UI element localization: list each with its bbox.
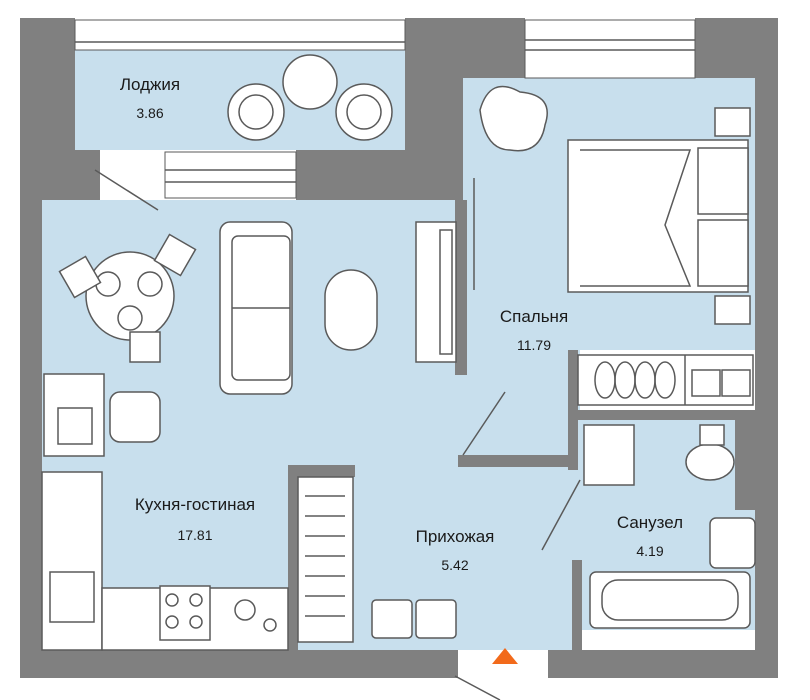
pillow xyxy=(697,219,749,287)
living-furniture xyxy=(41,221,457,651)
kitchen-counter xyxy=(41,471,103,651)
loggia-furniture xyxy=(227,54,393,141)
laptop xyxy=(57,407,93,445)
doors xyxy=(94,169,581,700)
kitchen-living-name: Кухня-гостиная xyxy=(135,495,255,514)
bathroom-area: 4.19 xyxy=(636,543,663,559)
loggia-name: Лоджия xyxy=(120,75,180,94)
bathroom-furniture xyxy=(583,424,756,629)
nightstand xyxy=(714,107,751,137)
bathroom-name: Санузел xyxy=(617,513,683,532)
loggia-area: 3.86 xyxy=(136,105,163,121)
walls xyxy=(20,18,778,678)
windows xyxy=(74,19,696,199)
pillow xyxy=(697,147,749,215)
stove xyxy=(159,585,211,641)
toilet xyxy=(685,443,735,481)
bathroom-door xyxy=(541,479,581,551)
bedroom-furniture xyxy=(479,85,754,406)
hallway-area: 5.42 xyxy=(441,557,468,573)
armchair xyxy=(227,83,285,141)
entrance-door xyxy=(454,675,501,700)
wash-basin xyxy=(709,517,756,569)
armchair xyxy=(479,85,548,152)
washing-machine xyxy=(583,424,635,486)
kitchen-living-area: 17.81 xyxy=(177,527,212,543)
room-labels: Лоджия 3.86 Спальня 11.79 Кухня-гостиная… xyxy=(120,75,683,573)
hallway-door xyxy=(462,391,506,456)
loggia-door xyxy=(94,169,159,211)
hallway-furniture xyxy=(297,476,457,643)
entrance-triangle-icon xyxy=(492,648,518,664)
round-table xyxy=(282,54,338,110)
armchair xyxy=(335,83,393,141)
nightstand xyxy=(714,295,751,325)
shoe-rack xyxy=(371,599,413,639)
coffee-table xyxy=(324,269,378,351)
bedroom-name: Спальня xyxy=(500,307,568,326)
shoe-rack xyxy=(415,599,457,639)
kitchen-sink xyxy=(49,571,95,623)
hallway-name: Прихожая xyxy=(416,527,495,546)
bedroom-area: 11.79 xyxy=(517,337,551,353)
wardrobe xyxy=(297,476,354,643)
office-chair xyxy=(109,391,161,443)
